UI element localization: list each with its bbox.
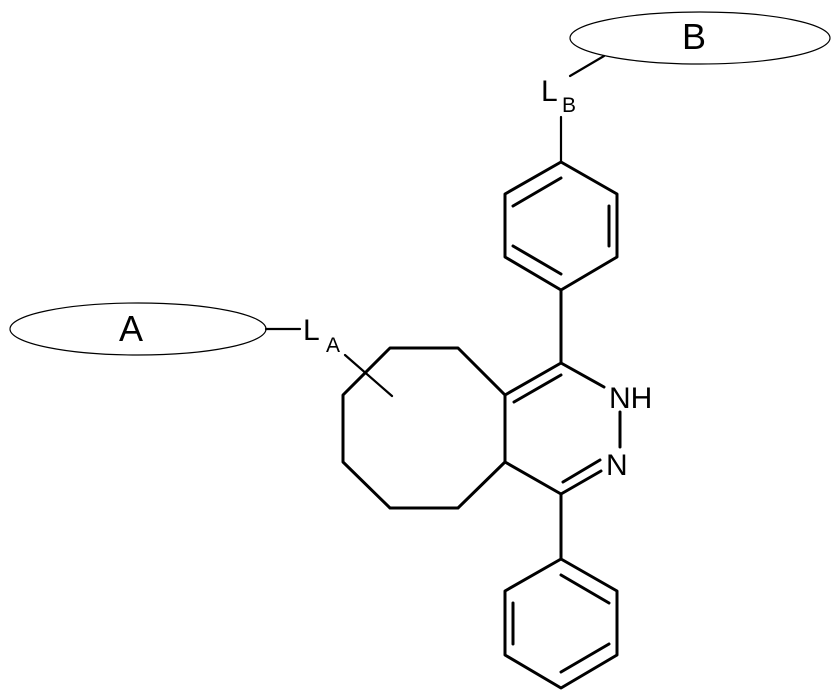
linker-a-letter: L (303, 314, 320, 347)
linker-b: L B (541, 56, 604, 162)
lower-phenyl-ring (505, 559, 617, 688)
linker-a: L A (266, 314, 392, 396)
linker-b-to-b-bond (570, 56, 604, 76)
n-atom-label: N (606, 449, 628, 482)
linker-a-subscript: A (326, 334, 340, 357)
linker-b-subscript: B (562, 94, 576, 117)
substituent-b-label: B (682, 16, 706, 57)
upper-phenylene-ring (505, 162, 617, 290)
linker-b-letter: L (541, 75, 558, 108)
nh-atom-label: NH (609, 382, 652, 415)
substituent-a-label: A (119, 308, 143, 349)
linker-a-to-ring-bond (345, 355, 392, 396)
pyridazine-ring (505, 363, 620, 494)
cyclooctane-ring (343, 348, 505, 508)
